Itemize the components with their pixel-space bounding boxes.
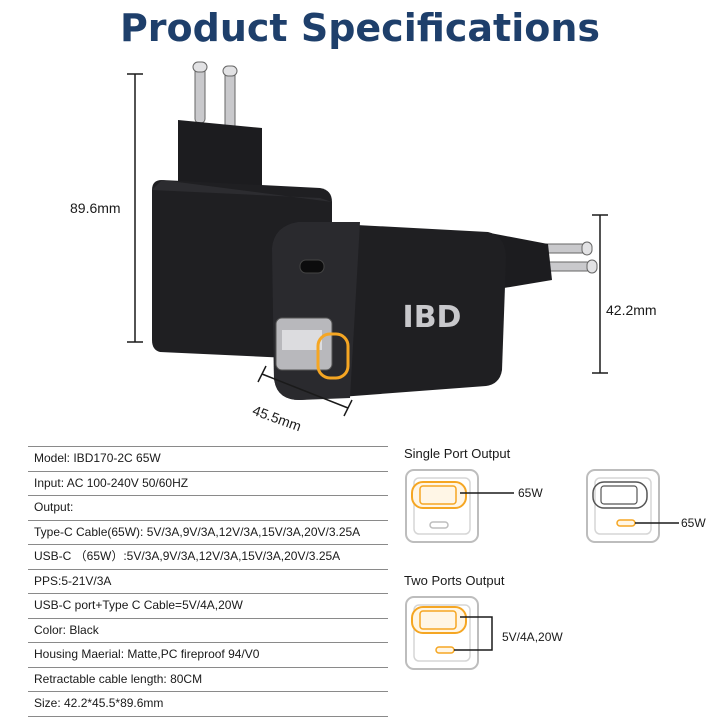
two-ports-output-diagram [405, 596, 493, 670]
front-charger-prongs [539, 241, 598, 274]
spec-row: Input: AC 100-240V 50/60HZ [28, 470, 388, 496]
spec-row: Size: 42.2*45.5*89.6mm [28, 691, 388, 717]
charger-illustration: IBD [127, 61, 608, 417]
single-cable-output-label: 65W [518, 486, 543, 500]
spec-row: Model: IBD170-2C 65W [28, 446, 388, 471]
two-ports-output-label: 5V/4A,20W [502, 630, 563, 644]
depth-dimension-label: 42.2mm [606, 302, 657, 318]
spec-row: Output: [28, 495, 388, 520]
spec-row: Retractable cable length: 80CM [28, 666, 388, 692]
two-ports-output-title: Two Ports Output [404, 573, 505, 588]
single-port-output-label: 65W [681, 516, 706, 530]
spec-row: USB-C port+Type C Cable=5V/4A,20W [28, 593, 388, 618]
spec-row: Housing Maerial: Matte,PC fireproof 94/V… [28, 642, 388, 667]
spec-row: Color: Black [28, 617, 388, 643]
single-cable-output-diagram [405, 469, 514, 543]
brand-logo: IBD [403, 300, 462, 335]
spec-table: Model: IBD170-2C 65W Input: AC 100-240V … [28, 446, 388, 717]
spec-row: PPS:5-21V/3A [28, 568, 388, 594]
spec-row: Type-C Cable(65W): 5V/3A,9V/3A,12V/3A,15… [28, 519, 388, 545]
single-port-output-diagram [586, 469, 679, 543]
page-title: Product Specifications [119, 6, 601, 50]
usb-c-port [299, 259, 325, 274]
back-charger-prongs [192, 61, 238, 133]
spec-row: USB-C （65W）:5V/3A,9V/3A,12V/3A,15V/3A,20… [28, 544, 388, 569]
single-port-output-title: Single Port Output [404, 446, 511, 461]
height-dimension-label: 89.6mm [70, 200, 121, 216]
